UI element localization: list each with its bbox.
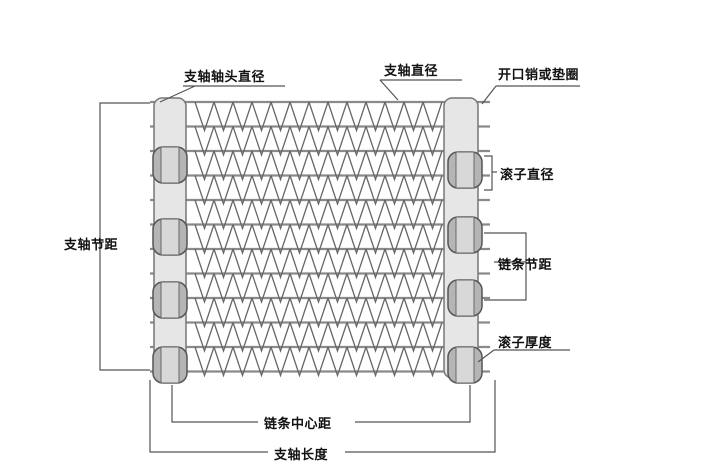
roller-highlight	[455, 346, 475, 384]
wire-mesh	[150, 100, 490, 378]
bracket-chain-pitch	[484, 232, 527, 301]
wire-spiral	[194, 322, 443, 354]
wire-spiral	[194, 248, 443, 280]
label-chain-pitch: 链条节距	[498, 258, 553, 273]
dim-shaft-length	[149, 380, 496, 453]
roller-highlight	[455, 279, 475, 317]
wire-spiral	[194, 150, 443, 182]
wire-spiral	[194, 199, 443, 231]
label-shaft-pitch: 支轴节距	[64, 238, 119, 253]
wire-spiral	[194, 346, 443, 378]
label-chain-center-distance: 链条中心距	[264, 417, 332, 432]
label-cotter-pin-or-washer: 开口销或垫圈	[498, 68, 580, 83]
side-chains	[152, 97, 483, 384]
label-shaft-diameter: 支轴直径	[384, 64, 439, 79]
dim-chain-center	[171, 385, 471, 423]
wire-spiral	[194, 101, 443, 133]
dimension-lines	[99, 79, 580, 453]
leader-cotter-pin	[481, 85, 580, 105]
roller-highlight	[455, 216, 475, 254]
leader-shaft-diameter	[379, 79, 462, 101]
leader-shaft-end-diameter	[159, 85, 285, 103]
roller-highlight	[160, 281, 180, 319]
leader-roller-thickness	[477, 349, 570, 363]
label-shaft-end-diameter: 支轴轴头直径	[184, 70, 266, 85]
label-roller-diameter: 滚子直径	[500, 168, 555, 183]
wire-spiral	[194, 297, 443, 329]
wire-spiral	[194, 273, 443, 305]
roller-highlight	[455, 151, 475, 189]
wire-spiral	[194, 175, 443, 207]
roller-highlight	[160, 346, 180, 384]
wire-spiral	[194, 224, 443, 256]
wire-spiral	[194, 126, 443, 158]
label-roller-thickness: 滚子厚度	[498, 336, 553, 351]
leader-roller-diameter	[484, 155, 497, 191]
label-shaft-length: 支轴长度	[274, 448, 329, 463]
bracket-shaft-pitch	[99, 102, 150, 371]
roller-highlight	[160, 218, 180, 256]
roller-highlight	[160, 146, 180, 184]
